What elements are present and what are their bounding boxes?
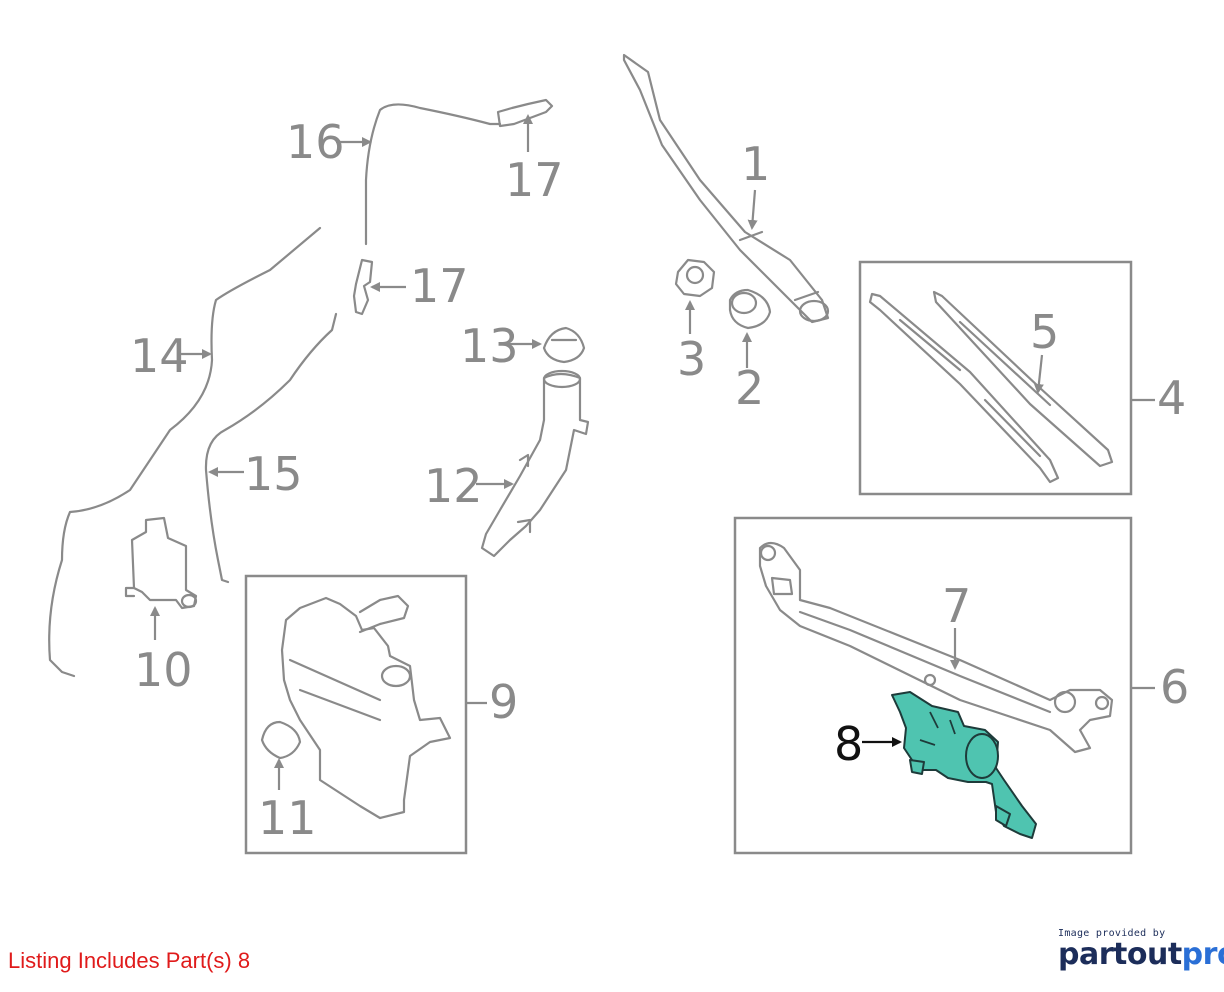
- callout-13[interactable]: 13: [460, 319, 519, 373]
- callout-7[interactable]: 7: [942, 579, 971, 633]
- callout-17-upper[interactable]: 17: [505, 153, 564, 207]
- part-8-wiper-motor[interactable]: [891, 691, 1037, 839]
- part-17-connector-upper[interactable]: [496, 98, 554, 128]
- part-14-hose[interactable]: [48, 226, 322, 678]
- part-2-cap[interactable]: [728, 288, 772, 330]
- part-3-nut[interactable]: [674, 258, 716, 298]
- credit-line: Image provided by: [1058, 928, 1166, 939]
- part-10-washer-pump[interactable]: [124, 516, 198, 610]
- part-7-wiper-linkage[interactable]: [758, 541, 1114, 754]
- callout-16[interactable]: 16: [286, 115, 345, 169]
- callout-1[interactable]: 1: [741, 137, 770, 191]
- part-5-wiper-blades[interactable]: [868, 290, 1114, 484]
- part-16-hose[interactable]: [364, 103, 502, 246]
- callout-9[interactable]: 9: [489, 675, 518, 729]
- leader-5: [1033, 354, 1044, 394]
- image-credit: Image provided by partoutpro: [1058, 928, 1224, 972]
- callout-15[interactable]: 15: [244, 447, 303, 501]
- callout-2[interactable]: 2: [735, 361, 764, 415]
- group-box-6: [733, 516, 1133, 855]
- part-13-filler-cap[interactable]: [542, 326, 586, 364]
- brand-logo[interactable]: partoutpro: [1058, 937, 1224, 972]
- leader-1: [747, 189, 758, 230]
- callout-17-lower[interactable]: 17: [410, 259, 469, 313]
- listing-note: Listing Includes Part(s) 8: [8, 948, 251, 973]
- callout-10[interactable]: 10: [134, 643, 193, 697]
- callout-6[interactable]: 6: [1160, 660, 1189, 714]
- callout-3[interactable]: 3: [677, 332, 706, 386]
- callout-14[interactable]: 14: [130, 329, 189, 383]
- brand-part2: pro: [1181, 937, 1224, 972]
- group-box-4: [858, 260, 1133, 496]
- brand-part1: partout: [1058, 937, 1182, 972]
- callout-8[interactable]: 8: [834, 717, 863, 771]
- callout-4[interactable]: 4: [1157, 371, 1186, 425]
- part-15-hose[interactable]: [204, 312, 338, 584]
- part-11-grommet[interactable]: [260, 720, 302, 760]
- part-9-washer-reservoir[interactable]: [280, 594, 452, 820]
- group-box-9: [244, 574, 468, 855]
- callout-5[interactable]: 5: [1030, 305, 1059, 359]
- part-12-filler-neck[interactable]: [480, 369, 590, 558]
- callout-11[interactable]: 11: [258, 791, 317, 845]
- part-1-wiper-arm[interactable]: [622, 53, 830, 324]
- part-17-connector-lower[interactable]: [352, 258, 374, 316]
- callout-12[interactable]: 12: [424, 459, 483, 513]
